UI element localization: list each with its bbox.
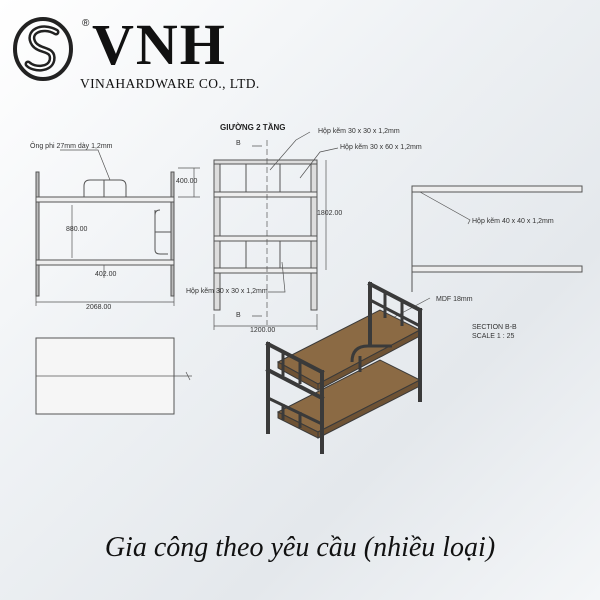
dim-length-front: 2068.00 <box>86 304 112 311</box>
tube-b-label: Hộp kẽm 30 x 60 x 1,2mm <box>340 144 422 151</box>
brand-name: VNH <box>92 12 227 77</box>
side-view-title: GIƯỜNG 2 TẦNG <box>220 123 286 132</box>
dim-top-front: 400.00 <box>176 178 198 185</box>
dim-inner-front: 402.00 <box>95 271 117 278</box>
plan-view <box>35 337 192 415</box>
tube-c-label: Hộp kẽm 30 x 30 x 1,2mm <box>186 288 268 295</box>
tube-note-front: Ông phi 27mm dày 1,2mm <box>30 143 113 150</box>
caption: Gia công theo yêu cầu (nhiều loại) <box>104 532 496 563</box>
section-label: SECTION B-B <box>472 324 517 331</box>
dim-height-front: 880.00 <box>66 226 88 233</box>
tube-section-label: Hộp kẽm 40 x 40 x 1,2mm <box>472 218 554 225</box>
dim-height-side: 1802.00 <box>317 210 343 217</box>
side-view <box>213 131 339 330</box>
board-label: MDF 18mm <box>436 296 473 303</box>
company-logo: ® VNH VINAHARDWARE CO., LTD. <box>12 8 302 91</box>
section-mark-top: B <box>236 140 241 147</box>
tube-a-label: Hộp kẽm 30 x 30 x 1,2mm <box>318 128 400 135</box>
scale-label: SCALE 1 : 25 <box>472 333 515 340</box>
front-view <box>35 149 200 306</box>
registered-mark: ® <box>82 18 90 29</box>
s-swoosh-icon <box>13 17 73 81</box>
section-mark-bottom: B <box>236 312 241 319</box>
company-name: VINAHARDWARE CO., LTD. <box>80 76 260 91</box>
dim-width-side: 1200.00 <box>250 327 276 334</box>
